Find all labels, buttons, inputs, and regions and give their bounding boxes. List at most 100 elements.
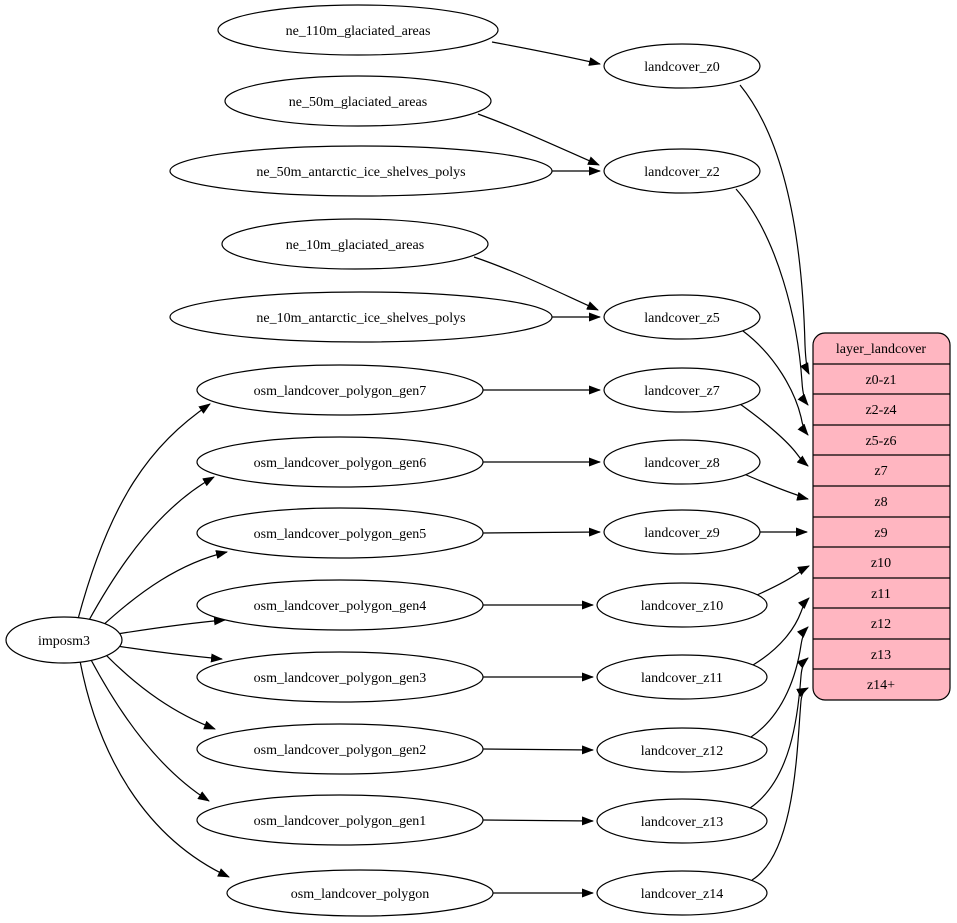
node-ellipse xyxy=(169,291,553,343)
node-ellipse xyxy=(603,148,761,194)
node-landcover-z5: landcover_z5 xyxy=(603,294,761,340)
node-ne-10m-antarctic-ice-shelves-polys: ne_10m_antarctic_ice_shelves_polys xyxy=(169,291,553,343)
table-row-z9: z9 xyxy=(874,526,887,541)
table-row-z7: z7 xyxy=(874,464,887,479)
edge-imposm3-to-gen6 xyxy=(87,476,215,623)
table-row-z13: z13 xyxy=(871,648,891,663)
node-osm-landcover-polygon-gen7: osm_landcover_polygon_gen7 xyxy=(196,364,484,416)
node-landcover-z12: landcover_z12 xyxy=(596,727,768,773)
node-label: landcover_z0 xyxy=(644,60,719,75)
node-label: osm_landcover_polygon_gen2 xyxy=(254,743,427,758)
node-ellipse xyxy=(196,723,484,775)
table-row-z12: z12 xyxy=(871,617,891,632)
edge-ne50m-glaciated-to-z2 xyxy=(477,113,600,166)
node-osm-landcover-polygon-gen1: osm_landcover_polygon_gen1 xyxy=(196,794,484,846)
edge-ne10m-glaciated-to-z5 xyxy=(473,256,599,311)
node-ne-110m-glaciated-areas: ne_110m_glaciated_areas xyxy=(217,4,499,56)
node-label: osm_landcover_polygon xyxy=(291,887,429,902)
node-landcover-z10: landcover_z10 xyxy=(596,582,768,628)
node-ellipse xyxy=(196,579,484,631)
table-row-z8: z8 xyxy=(874,495,887,510)
node-ellipse xyxy=(196,507,484,559)
edge-imposm3-to-polygon xyxy=(79,660,230,878)
edge-z2-to-row-z2-z4 xyxy=(735,188,809,406)
node-label: osm_landcover_polygon_gen3 xyxy=(254,671,427,686)
edge-z8-to-row-z8 xyxy=(743,473,809,501)
node-landcover-z9: landcover_z9 xyxy=(603,509,761,555)
table-row-z2-z4: z2-z4 xyxy=(865,403,896,418)
node-ellipse xyxy=(221,218,489,270)
table-row-z14plus: z14+ xyxy=(867,678,895,693)
edge-imposm3-to-gen5 xyxy=(99,550,228,629)
node-osm-landcover-polygon-gen2: osm_landcover_polygon_gen2 xyxy=(196,723,484,775)
edge-z14-to-row-z14plus xyxy=(751,687,809,881)
table-row-z11: z11 xyxy=(871,587,891,602)
node-label: osm_landcover_polygon_gen7 xyxy=(254,384,427,399)
node-ne-50m-glaciated-areas: ne_50m_glaciated_areas xyxy=(224,75,492,127)
node-label: osm_landcover_polygon_gen4 xyxy=(254,599,427,614)
node-ellipse xyxy=(196,794,484,846)
node-osm-landcover-polygon-gen5: osm_landcover_polygon_gen5 xyxy=(196,507,484,559)
node-label: landcover_z13 xyxy=(641,815,723,830)
edge-gen2-to-z12 xyxy=(482,745,594,755)
node-label: landcover_z5 xyxy=(644,311,719,326)
node-label: landcover_z11 xyxy=(641,671,723,686)
edge-imposm3-to-gen3 xyxy=(116,645,223,663)
edge-z5-to-row-z5-z6 xyxy=(742,330,809,436)
node-ellipse xyxy=(196,364,484,416)
table-row-z0-z1: z0-z1 xyxy=(865,373,896,388)
node-label: ne_50m_antarctic_ice_shelves_polys xyxy=(256,165,465,180)
node-ellipse xyxy=(603,509,761,555)
node-label: osm_landcover_polygon_gen1 xyxy=(254,814,427,829)
node-label: landcover_z10 xyxy=(641,599,723,614)
node-label: ne_110m_glaciated_areas xyxy=(286,24,431,39)
node-ellipse xyxy=(217,4,499,56)
node-label: osm_landcover_polygon_gen5 xyxy=(254,527,427,542)
edge-z0-to-row-z0-z1 xyxy=(739,84,810,375)
edge-imposm3-to-gen4 xyxy=(116,616,226,635)
edge-z11-to-row-z11 xyxy=(752,597,810,666)
node-label: landcover_z12 xyxy=(641,744,723,759)
edge-gen1-to-z13 xyxy=(482,816,594,826)
edge-z7-to-row-z7 xyxy=(739,403,809,467)
node-ellipse xyxy=(169,145,553,197)
node-landcover-z13: landcover_z13 xyxy=(596,798,768,844)
node-landcover-z14: landcover_z14 xyxy=(596,870,768,916)
edge-ne110m-to-z0 xyxy=(491,41,601,66)
node-ne-50m-antarctic-ice-shelves-polys: ne_50m_antarctic_ice_shelves_polys xyxy=(169,145,553,197)
node-ellipse xyxy=(596,654,768,700)
node-label: landcover_z14 xyxy=(641,887,723,902)
node-ellipse xyxy=(596,870,768,916)
table-layer-landcover: layer_landcover z0-z1 z2-z4 z5-z6 z7 z8 … xyxy=(812,332,951,701)
edge-z12-to-row-z12 xyxy=(750,626,809,738)
table-title: layer_landcover xyxy=(836,342,927,357)
node-label: ne_10m_antarctic_ice_shelves_polys xyxy=(256,311,465,326)
node-ellipse xyxy=(596,727,768,773)
table-row-z10: z10 xyxy=(871,556,891,571)
node-osm-landcover-polygon: osm_landcover_polygon xyxy=(226,869,494,917)
node-imposm3: imposm3 xyxy=(5,616,123,664)
edge-imposm3-to-gen7 xyxy=(77,403,211,620)
node-landcover-z7: landcover_z7 xyxy=(603,367,761,413)
node-label: landcover_z8 xyxy=(644,456,719,471)
node-osm-landcover-polygon-gen3: osm_landcover_polygon_gen3 xyxy=(196,651,484,703)
node-ellipse xyxy=(596,798,768,844)
node-ellipse xyxy=(196,651,484,703)
node-landcover-z2: landcover_z2 xyxy=(603,148,761,194)
edge-z10-to-row-z10 xyxy=(756,565,810,596)
node-ellipse xyxy=(226,869,494,917)
node-label: imposm3 xyxy=(38,634,90,649)
node-landcover-z0: landcover_z0 xyxy=(603,43,761,89)
node-ellipse xyxy=(603,367,761,413)
table-row-z5-z6: z5-z6 xyxy=(865,434,896,449)
node-ellipse xyxy=(224,75,492,127)
node-ellipse xyxy=(196,436,484,488)
node-landcover-z11: landcover_z11 xyxy=(596,654,768,700)
edge-group xyxy=(77,41,810,898)
node-osm-landcover-polygon-gen6: osm_landcover_polygon_gen6 xyxy=(196,436,484,488)
node-ellipse xyxy=(603,294,761,340)
node-osm-landcover-polygon-gen4: osm_landcover_polygon_gen4 xyxy=(196,579,484,631)
node-label: ne_10m_glaciated_areas xyxy=(286,238,424,253)
